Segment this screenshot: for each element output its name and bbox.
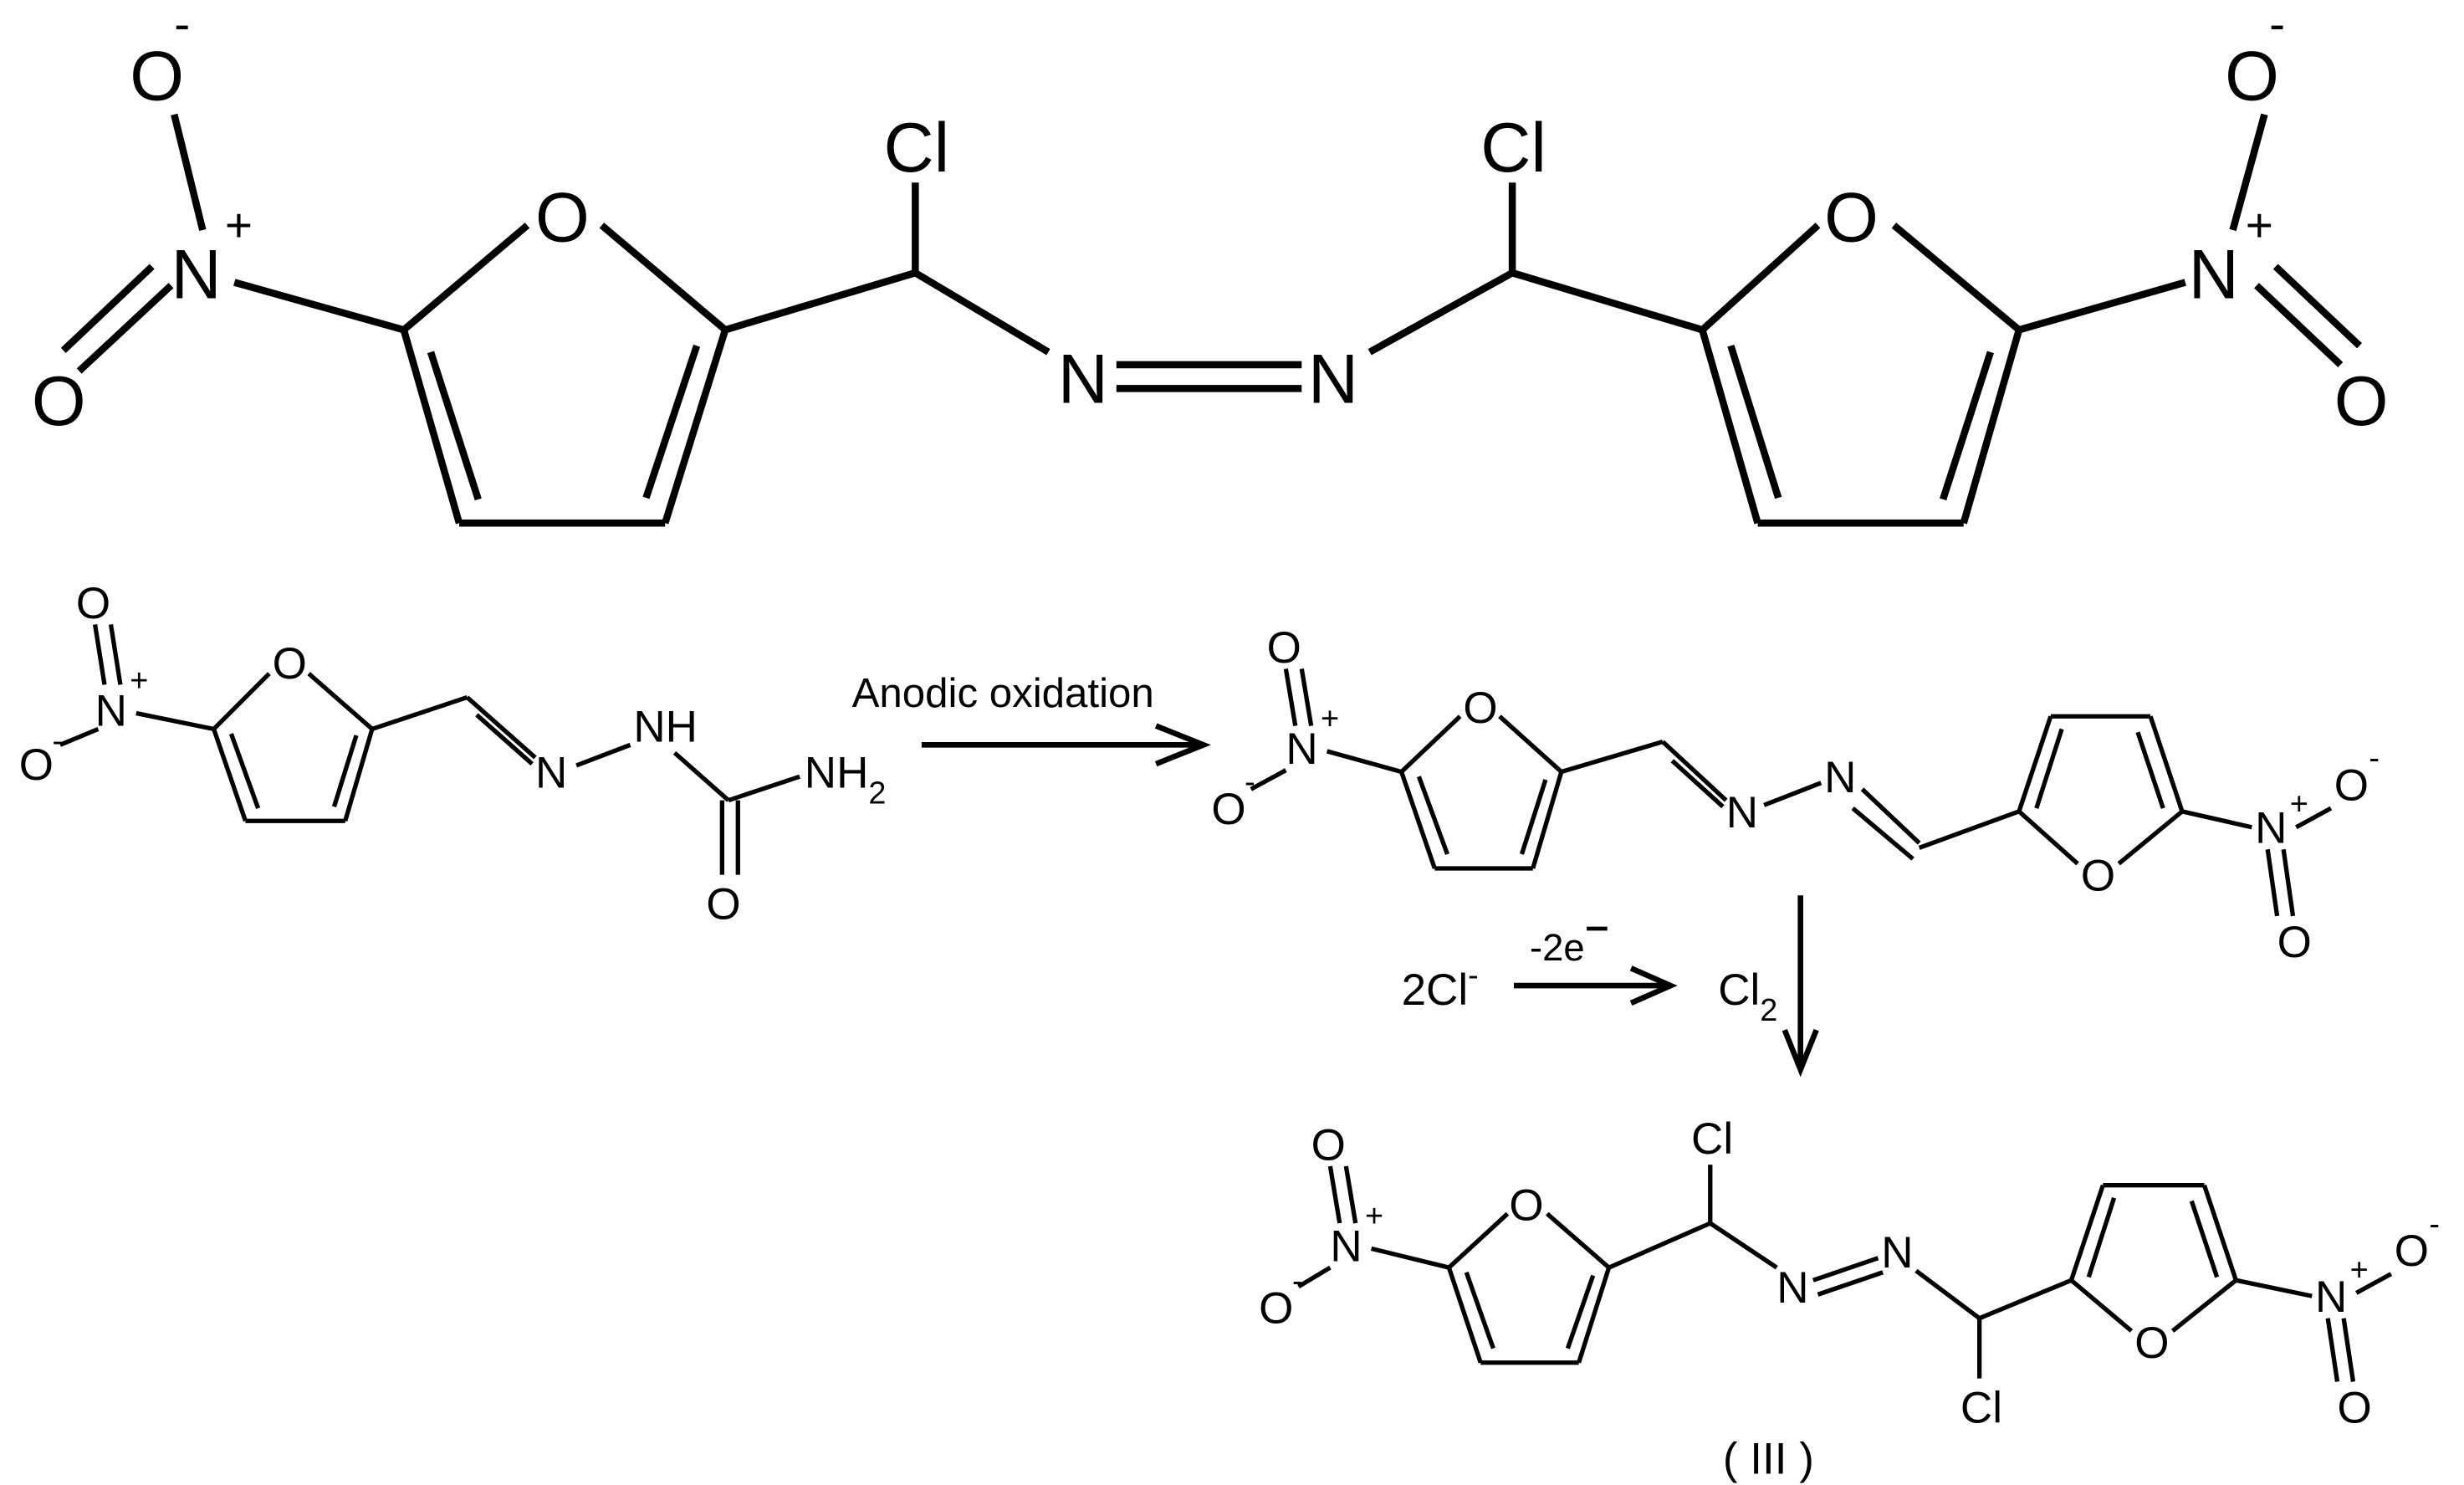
atom-o-furan: O <box>2134 1319 2169 1368</box>
atom-o-minus: O <box>1259 1283 1293 1333</box>
atom-o-double: O <box>1311 1120 1346 1170</box>
atom-cl: Cl <box>1691 1114 1733 1164</box>
atom-o-double: O <box>1267 623 1301 673</box>
charge-minus: - <box>1245 765 1255 800</box>
atom-n: N <box>1824 753 1856 802</box>
atom-n: N <box>1726 788 1758 837</box>
chlorine-generation: 2Cl- -2e Cl2 <box>1402 895 1819 1078</box>
product-chlorine: Cl2 <box>1718 965 1777 1028</box>
atom-cl: Cl <box>883 109 949 187</box>
atom-n-azo: N <box>1058 340 1108 417</box>
atom-o-furan: O <box>1824 178 1879 256</box>
atom-o-minus: O <box>2334 761 2369 811</box>
charge-minus: - <box>52 724 63 759</box>
electron-label: -2e <box>1530 926 1585 969</box>
charge-minus: - <box>174 0 190 51</box>
atom-n-plus: N <box>2189 235 2239 313</box>
charge-plus: + <box>1321 701 1339 736</box>
charge-plus: + <box>2350 1252 2369 1288</box>
atom-n-plus: N <box>2255 804 2287 853</box>
atom-cl: Cl <box>1480 109 1546 187</box>
atom-o-furan: O <box>535 178 590 256</box>
atom-n-azo: N <box>1308 340 1358 417</box>
atom-o-minus: O <box>2395 1226 2429 1276</box>
atom-cl: Cl <box>1960 1384 2002 1433</box>
atom-n-azo: N <box>1881 1228 1913 1278</box>
reagent-chloride: 2Cl- <box>1402 958 1479 1015</box>
charge-minus: - <box>2429 1206 2440 1242</box>
atom-o-furan: O <box>1463 684 1497 733</box>
charge-minus: - <box>1292 1264 1303 1299</box>
charge-plus: + <box>1365 1199 1383 1234</box>
atom-o-carbonyl: O <box>706 880 740 929</box>
atom-n: N <box>535 748 567 797</box>
atom-n-plus: N <box>95 687 127 736</box>
atom-n-plus: N <box>2315 1272 2347 1322</box>
atom-o-furan: O <box>273 639 307 689</box>
atom-o-minus: O <box>130 38 184 115</box>
atom-o-double: O <box>2334 362 2389 440</box>
atom-n-plus: N <box>1330 1222 1362 1272</box>
atom-n-azo: N <box>1776 1263 1808 1313</box>
atom-n-plus: N <box>1286 725 1317 774</box>
product-structure: O N + O - O Cl N N Cl O <box>1259 1114 2440 1483</box>
compound-label: ( III ) <box>1723 1434 1814 1483</box>
atom-nh: NH <box>633 703 698 752</box>
atom-o-double: O <box>2277 918 2312 967</box>
atom-o-furan: O <box>1509 1180 1543 1230</box>
atom-o-double: O <box>76 579 110 628</box>
atom-nh2: NH2 <box>805 748 887 811</box>
atom-o-double: O <box>2338 1384 2372 1433</box>
charge-plus: + <box>2290 787 2308 822</box>
charge-minus: - <box>2369 741 2380 776</box>
atom-o-furan: O <box>2081 852 2115 901</box>
reactant-structure: O N + O - O N NH NH2 O <box>19 579 887 929</box>
charge-plus: + <box>225 199 253 252</box>
oxidation-arrow: Anodic oxidation <box>852 670 1211 767</box>
charge-plus: + <box>130 663 148 699</box>
atom-o-minus: O <box>2225 38 2279 115</box>
charge-plus: + <box>2246 199 2273 252</box>
charge-minus: - <box>2269 0 2285 51</box>
atom-o-minus: O <box>19 740 54 790</box>
intermediate-structure: O N + O - O N N O N <box>1211 623 2380 967</box>
atom-o-double: O <box>32 362 86 440</box>
atom-o-minus: O <box>1211 785 1245 834</box>
step-label: Anodic oxidation <box>852 670 1154 716</box>
top-structure: O - N + O O Cl N N Cl O <box>32 0 2389 527</box>
atom-n-plus: N <box>171 235 221 313</box>
